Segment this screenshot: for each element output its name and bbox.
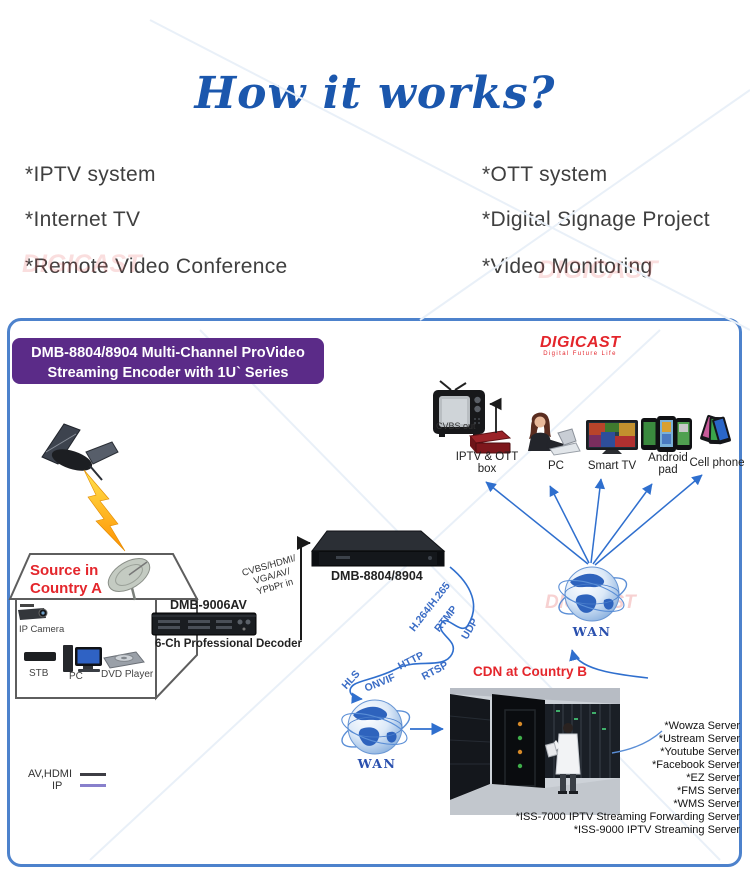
box-to-tv-arrow [489, 397, 502, 433]
source-pc-icon [63, 645, 102, 672]
decoder-model-label: DMB-9006AV [170, 598, 247, 612]
legend-ip-line [80, 784, 106, 787]
lightning-icon [83, 469, 126, 552]
server-item: *WMS Server [673, 798, 740, 810]
source-title-line1: Source in [30, 562, 99, 579]
digicast-logo: DIGICAST Digital Future Life [540, 334, 620, 357]
source-title-line2: Country A [30, 580, 102, 597]
page-title: How it works? [194, 68, 556, 119]
wan-globe-left [336, 699, 415, 756]
legend-av-line [80, 773, 106, 776]
logo-name: DIGICAST [540, 334, 621, 351]
dvd-player-label: DVD Player [101, 669, 154, 680]
protocol-curve [349, 566, 475, 704]
feature-digital-signage: *Digital Signage Project [482, 208, 710, 231]
source-pc-label: PC [69, 671, 83, 682]
ip-camera-icon [18, 604, 48, 620]
decoder-device [151, 612, 257, 636]
smart-tv-icon [586, 420, 638, 454]
wan-left-label: WAN [357, 756, 397, 771]
cvbs-out-label: CVBS out [436, 421, 476, 431]
logo-tagline: Digital Future Life [543, 351, 617, 357]
dvd-player-icon [103, 651, 145, 669]
server-item: *Facebook Server [651, 759, 740, 771]
encoder-device [311, 530, 446, 567]
pc-user-icon [528, 412, 581, 456]
iptv-ott-box-icon [469, 430, 512, 454]
feature-iptv-system: *IPTV system [25, 163, 156, 186]
cell-phone-icon [700, 414, 731, 445]
banner-line1: DMB-8804/8904 Multi-Channel ProVideo [31, 345, 305, 361]
server-item: *FMS Server [677, 785, 740, 797]
ip-camera-label: IP Camera [19, 624, 65, 635]
server-item: *Youtube Server [660, 746, 740, 758]
satellite-icon [41, 423, 119, 481]
smart-tv-label: Smart TV [587, 460, 637, 472]
server-item: *Ustream Server [658, 733, 740, 745]
banner-line2: Streaming Encoder with 1U` Series [47, 365, 289, 382]
background-diagonals [89, 19, 750, 861]
legend-av-label: AV,HDMI [28, 768, 73, 780]
watermark-text: DIGICAST [22, 250, 142, 278]
cell-phone-label: Cell phone [689, 457, 745, 469]
feature-internet-tv: *Internet TV [25, 208, 141, 231]
satellite-dish-icon [107, 558, 151, 601]
decoder-caption-label: 6-Ch Professional Decoder [155, 638, 302, 650]
encoder-model-label: DMB-8804/8904 [331, 569, 423, 583]
cdn-to-wan-arrow [569, 649, 649, 679]
server-list: *Wowza Server *Ustream Server *Youtube S… [410, 720, 740, 837]
legend-ip-label: IP [52, 780, 63, 792]
tv-icon [433, 380, 485, 437]
server-item: *EZ Server [686, 772, 740, 784]
server-room-image [449, 688, 620, 815]
iptv-ott-box-label: IPTV & OTT box [455, 451, 519, 475]
server-item: *Wowza Server [664, 720, 740, 732]
feature-video-monitoring: *Video Monitoring [482, 255, 653, 278]
wan-right-label: WAN [572, 624, 612, 639]
diagram-banner: DMB-8804/8904 Multi-Channel ProVideo Str… [12, 338, 324, 384]
watermark-text: DIGICAST [538, 256, 658, 284]
wan-globe-right [553, 566, 632, 623]
stb-label: STB [29, 668, 49, 679]
android-pad-label: Android pad [648, 452, 688, 476]
cdn-title-label: CDN at Country B [473, 664, 587, 679]
technician-figure [544, 723, 581, 794]
android-pad-icon [641, 416, 692, 452]
wan-fan-arrows [485, 474, 703, 566]
server-item: *ISS-9000 IPTV Streaming Server [573, 824, 740, 836]
house-to-encoder-connector [297, 536, 311, 640]
stb-icon [24, 652, 56, 661]
feature-remote-video: *Remote Video Conference [25, 255, 288, 278]
server-item: *ISS-7000 IPTV Streaming Forwarding Serv… [515, 811, 740, 823]
pc-output-label: PC [548, 460, 564, 472]
feature-ott-system: *OTT system [482, 163, 608, 186]
rack-to-serverlist-leader [611, 730, 663, 754]
